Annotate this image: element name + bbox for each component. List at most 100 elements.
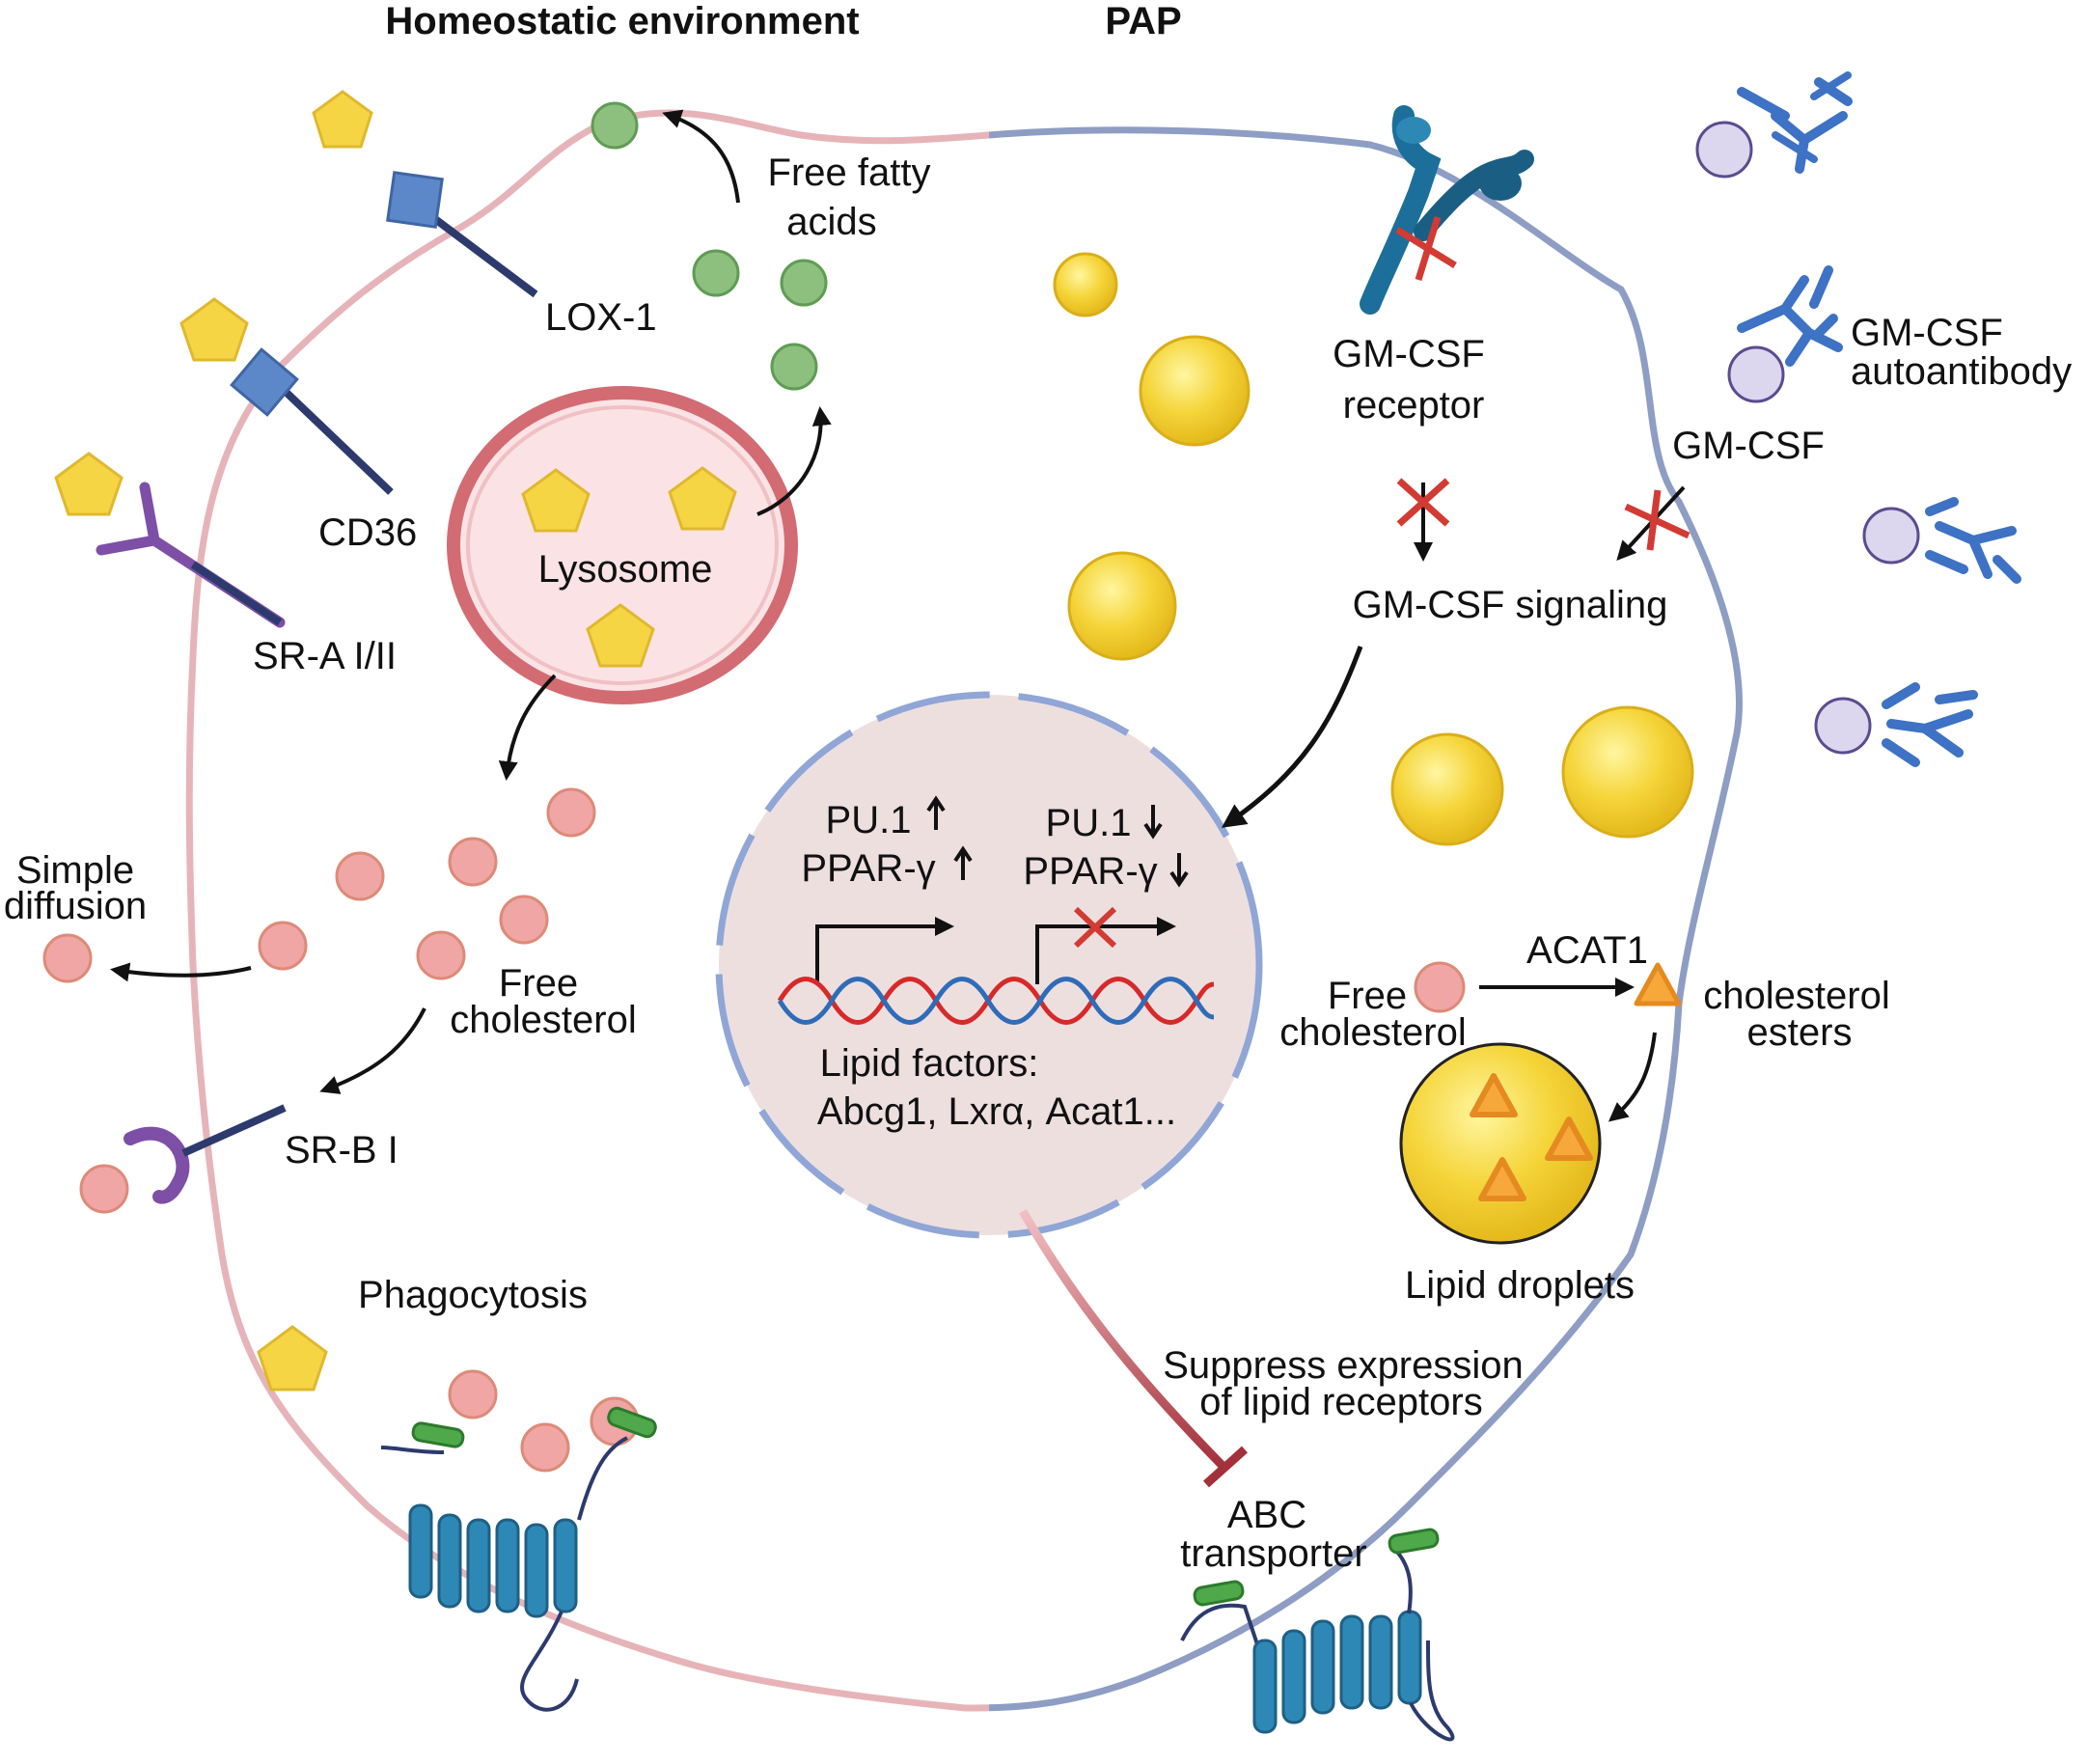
label-acat1: ACAT1	[1526, 929, 1648, 972]
label-cholesterol-esters-1: cholesterol	[1703, 975, 1889, 1017]
inhibition-bar-icon	[1202, 1446, 1249, 1488]
cholesterol-icon	[42, 933, 93, 983]
label-gmcsf: GM-CSF	[1672, 425, 1825, 467]
cholesterol-icon	[448, 837, 498, 887]
cholesterol-icon	[1414, 961, 1466, 1013]
cholesterol-icon	[546, 787, 596, 838]
inhibit-x-icon	[1073, 906, 1117, 949]
label-gmcsf-autoantibody-1: GM-CSF	[1851, 312, 2003, 354]
transcription-active-arrow	[815, 917, 954, 984]
label-free-cholesterol-right-1: Free	[1328, 975, 1407, 1017]
lysosome	[447, 386, 798, 704]
label-free-fatty-acids-1: Free fatty	[768, 152, 931, 194]
cholesterol-icon	[520, 1422, 570, 1473]
abc-transporter-icon	[1180, 1528, 1455, 1742]
receptor-blocked-x-icon	[1395, 215, 1457, 282]
left-membrane-transporter-icon	[380, 1406, 657, 1712]
lipid-sphere-icon	[1390, 732, 1504, 846]
label-simple-diffusion-1: Simple	[16, 849, 134, 892]
arrow-lysosome-to-cholesterol	[498, 674, 557, 781]
cholesterol-icon	[448, 1369, 498, 1419]
pentagon-icon	[179, 297, 249, 362]
fatty-acid-icon	[770, 343, 818, 391]
pentagon-icon	[586, 603, 655, 668]
free-cholesterol-particles	[42, 787, 596, 1214]
label-pparg-up: PPAR-γ	[801, 847, 935, 890]
label-lox1: LOX-1	[545, 296, 657, 339]
pentagon-icon	[521, 468, 591, 533]
suppress-inhibition-line	[1019, 1208, 1227, 1471]
cholesterol-icon	[258, 921, 308, 971]
lipid-sphere-icon	[1561, 705, 1694, 839]
label-srb: SR-B I	[285, 1129, 399, 1171]
cholesterol-icon	[499, 895, 549, 945]
label-phagocytosis: Phagocytosis	[358, 1274, 588, 1316]
pentagon-icon	[668, 466, 737, 531]
label-suppress-1: Suppress expression	[1163, 1344, 1524, 1387]
antibody-complex-icon	[1814, 682, 1978, 767]
label-gmcsf-receptor-2: receptor	[1343, 384, 1485, 427]
label-pparg-down: PPAR-γ	[1023, 850, 1157, 893]
fatty-acid-icon	[692, 249, 740, 297]
header-homeostatic: Homeostatic environment	[385, 0, 859, 42]
label-factors-list: Abcg1, Lxrα, Acat1...	[817, 1090, 1176, 1133]
dna-helix-icon	[777, 977, 1215, 1025]
down-arrow-icon	[1143, 805, 1163, 840]
label-sra: SR-A I/II	[253, 635, 397, 677]
arrow-simple-diffusion	[110, 962, 252, 982]
label-cholesterol-esters-2: esters	[1747, 1011, 1853, 1054]
cd36-receptor	[179, 297, 394, 495]
pentagon-icon	[257, 1325, 328, 1392]
nucleus	[715, 691, 1263, 1239]
lipid-spheres	[1053, 252, 1694, 846]
lipid-sphere-icon	[1139, 335, 1251, 447]
fatty-acid-icon	[591, 101, 639, 150]
up-arrow-icon	[926, 795, 946, 830]
label-lipid-factors: Lipid factors:	[820, 1042, 1039, 1085]
gmcsf-receptor-icon	[1360, 105, 1534, 315]
header-pap: PAP	[1105, 0, 1181, 42]
square-ligand-icon	[230, 347, 299, 417]
label-pu1-down: PU.1	[1046, 802, 1132, 844]
arrow-signaling-to-nucleus	[1221, 646, 1363, 828]
lipid-droplet-icon	[1399, 1042, 1602, 1245]
label-lipid-droplets: Lipid droplets	[1405, 1264, 1635, 1307]
pentagon-icon	[312, 90, 373, 149]
lox1-receptor	[312, 90, 538, 298]
lipid-sphere-icon	[1053, 252, 1118, 317]
fatty-acids	[591, 101, 828, 391]
cholesterol-icon	[335, 851, 385, 901]
label-gmcsf-receptor-1: GM-CSF	[1333, 333, 1485, 375]
autoantibody-group	[1695, 71, 2021, 767]
cholesterol-ester-icon	[1634, 962, 1682, 1006]
label-pu1-up: PU.1	[826, 799, 912, 841]
srb-receptor	[124, 1104, 287, 1204]
arrow-to-fatty-acid	[662, 109, 740, 204]
signal-blocked-x-icon	[1396, 478, 1450, 527]
label-cd36: CD36	[318, 511, 417, 554]
lipid-sphere-icon	[1067, 551, 1177, 661]
up-arrow-icon	[953, 845, 973, 880]
cholesterol-icon	[79, 1164, 129, 1214]
transcription-blocked-arrow	[1035, 917, 1176, 984]
label-free-cholesterol-left-2: cholesterol	[450, 999, 636, 1041]
label-gmcsf-autoantibody-2: autoantibody	[1851, 350, 2072, 393]
gmcsf-blocked-x-icon	[1624, 489, 1690, 551]
antibody-complex-icon	[1862, 497, 2021, 584]
antibody-complex-icon	[1695, 71, 1853, 179]
label-abc-transporter-1: ABC	[1227, 1494, 1306, 1536]
square-ligand-icon	[386, 171, 444, 229]
label-abc-transporter-2: transporter	[1180, 1532, 1366, 1575]
label-simple-diffusion-2: diffusion	[4, 885, 147, 927]
fatty-acid-icon	[780, 259, 828, 307]
arrow-lysosome-to-fatty-acids	[756, 406, 832, 516]
pentagon-icon	[54, 452, 124, 516]
cholesterol-icon	[416, 930, 466, 980]
label-free-cholesterol-right-2: cholesterol	[1279, 1011, 1466, 1054]
label-free-fatty-acids-2: acids	[786, 201, 876, 243]
sra-receptor	[54, 452, 286, 628]
label-free-cholesterol-left-1: Free	[499, 962, 578, 1005]
antibody-complex-icon	[1727, 265, 1843, 403]
arrow-esters-to-droplet	[1608, 1032, 1657, 1122]
